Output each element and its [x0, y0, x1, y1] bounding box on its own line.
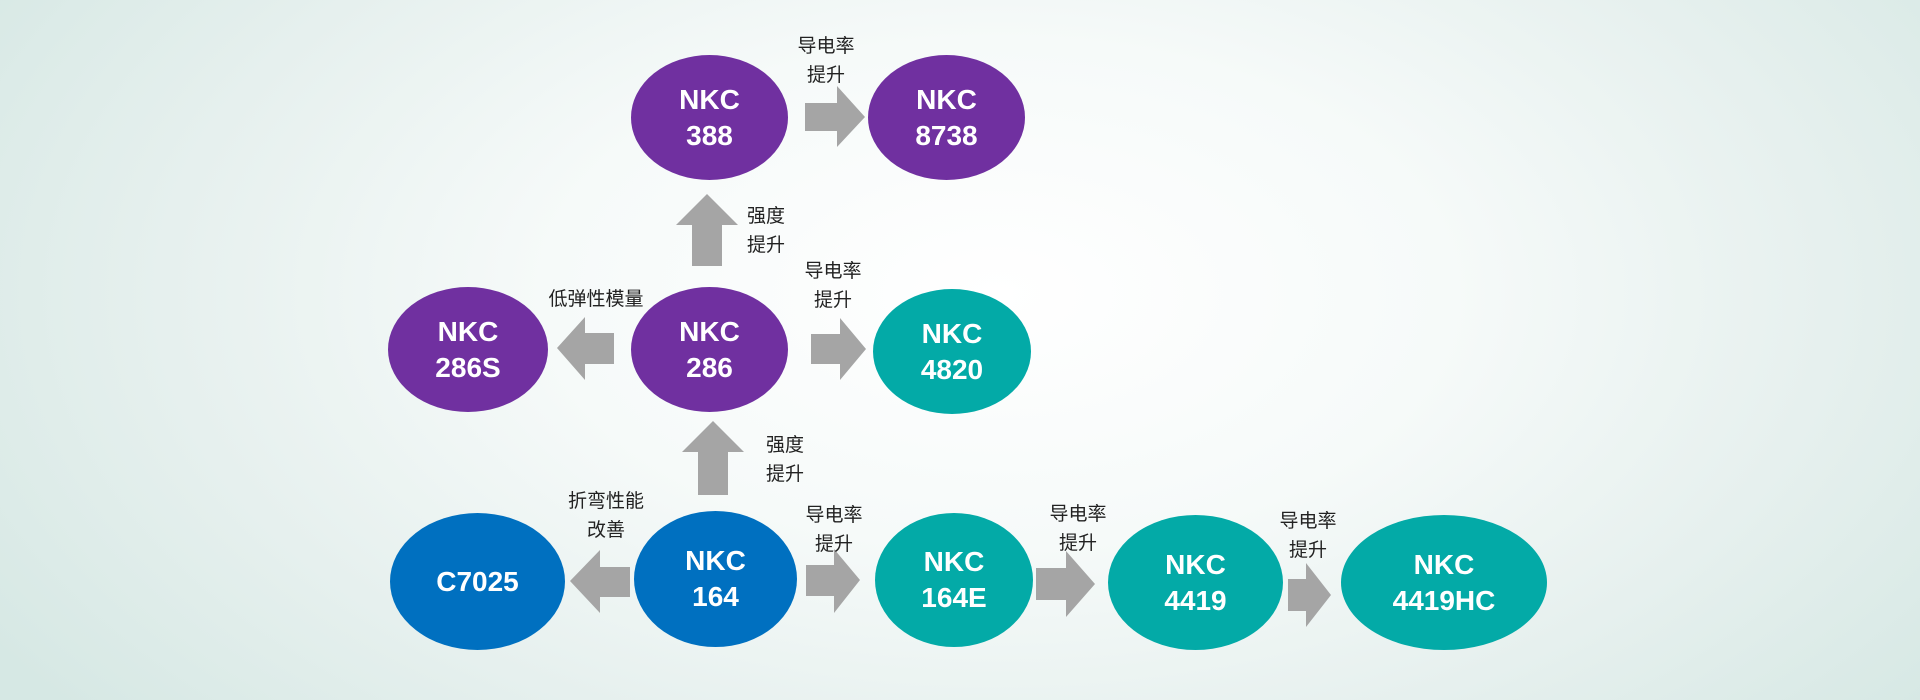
node-c7025: C7025	[390, 513, 565, 650]
arrow-164-to-c7025	[570, 550, 630, 613]
node-nkc8738-line2: 8738	[915, 119, 978, 151]
arrow-388-to-8738	[805, 86, 865, 147]
label-line2: 提升	[746, 234, 785, 256]
arrow-164-to-286	[682, 421, 744, 495]
node-nkc164e-line1: NKC	[923, 546, 985, 577]
label-line2: 提升	[1288, 539, 1327, 561]
label-line1: 导电率	[804, 260, 862, 282]
node-nkc4419hc: NKC 4419HC	[1341, 515, 1547, 650]
arrow-286-to-4820	[811, 318, 866, 380]
node-nkc164e: NKC 164E	[875, 513, 1033, 647]
node-nkc4419hc-line2: 4419HC	[1392, 584, 1496, 616]
node-nkc164: NKC 164	[634, 511, 797, 647]
label-line1: 导电率	[805, 504, 863, 526]
label-line1: 低弹性模量	[548, 288, 644, 310]
node-nkc4419: NKC 4419	[1108, 515, 1283, 650]
node-nkc164-line2: 164	[692, 581, 739, 612]
node-nkc286s: NKC 286S	[388, 287, 548, 412]
label-low-modulus: 低弹性模量	[535, 285, 657, 314]
node-nkc4419hc-line1: NKC	[1413, 548, 1475, 580]
arrow-164e-to-4419	[1036, 551, 1095, 617]
arrow-164-to-164e	[806, 549, 860, 613]
label-line1: 导电率	[797, 35, 855, 57]
node-nkc388: NKC 388	[631, 55, 788, 180]
node-nkc388-line2: 388	[686, 119, 733, 151]
label-line1: 强度	[765, 434, 804, 456]
node-nkc8738-line1: NKC	[916, 83, 977, 115]
node-nkc4419-line2: 4419	[1164, 584, 1227, 616]
arrow-286-to-286s	[557, 317, 614, 380]
label-line2: 提升	[806, 64, 845, 86]
label-line2: 提升	[765, 463, 804, 485]
node-nkc286s-line1: NKC	[437, 315, 499, 347]
label-line2: 改善	[586, 519, 625, 541]
label-bending-improve: 折弯性能 改善	[556, 487, 656, 545]
node-nkc4419-line1: NKC	[1165, 548, 1226, 580]
node-c7025-line1: C7025	[436, 565, 519, 597]
label-conductivity-388-8738: 导电率 提升	[786, 32, 866, 90]
label-line2: 提升	[814, 533, 853, 555]
label-line1: 强度	[746, 205, 785, 227]
label-line2: 提升	[813, 289, 852, 311]
label-conductivity-164-164e: 导电率 提升	[794, 501, 874, 559]
label-conductivity-4419-4419hc: 导电率 提升	[1268, 507, 1348, 565]
label-line2: 提升	[1058, 532, 1097, 554]
label-line1: 导电率	[1049, 503, 1107, 525]
node-nkc4820-line1: NKC	[921, 317, 983, 349]
label-conductivity-164e-4419: 导电率 提升	[1038, 500, 1118, 558]
node-nkc4820: NKC 4820	[873, 289, 1031, 414]
label-strength-164-286: 强度 提升	[760, 431, 810, 489]
arrow-286-to-388	[676, 194, 738, 266]
label-line1: 导电率	[1279, 510, 1337, 532]
node-nkc164-line1: NKC	[685, 545, 746, 576]
node-nkc286: NKC 286	[631, 287, 788, 412]
node-nkc286-line2: 286	[686, 351, 733, 383]
node-nkc4820-line2: 4820	[920, 353, 984, 385]
label-conductivity-286-4820: 导电率 提升	[793, 257, 873, 315]
node-nkc164e-line2: 164E	[921, 582, 987, 613]
node-nkc8738: NKC 8738	[868, 55, 1025, 180]
label-line1: 折弯性能	[567, 490, 644, 512]
node-nkc388-line1: NKC	[679, 83, 740, 115]
arrow-4419-to-4419hc	[1288, 563, 1331, 627]
node-nkc286s-line2: 286S	[435, 351, 501, 383]
label-strength-286-388: 强度 提升	[741, 202, 791, 260]
node-nkc286-line1: NKC	[679, 315, 740, 347]
